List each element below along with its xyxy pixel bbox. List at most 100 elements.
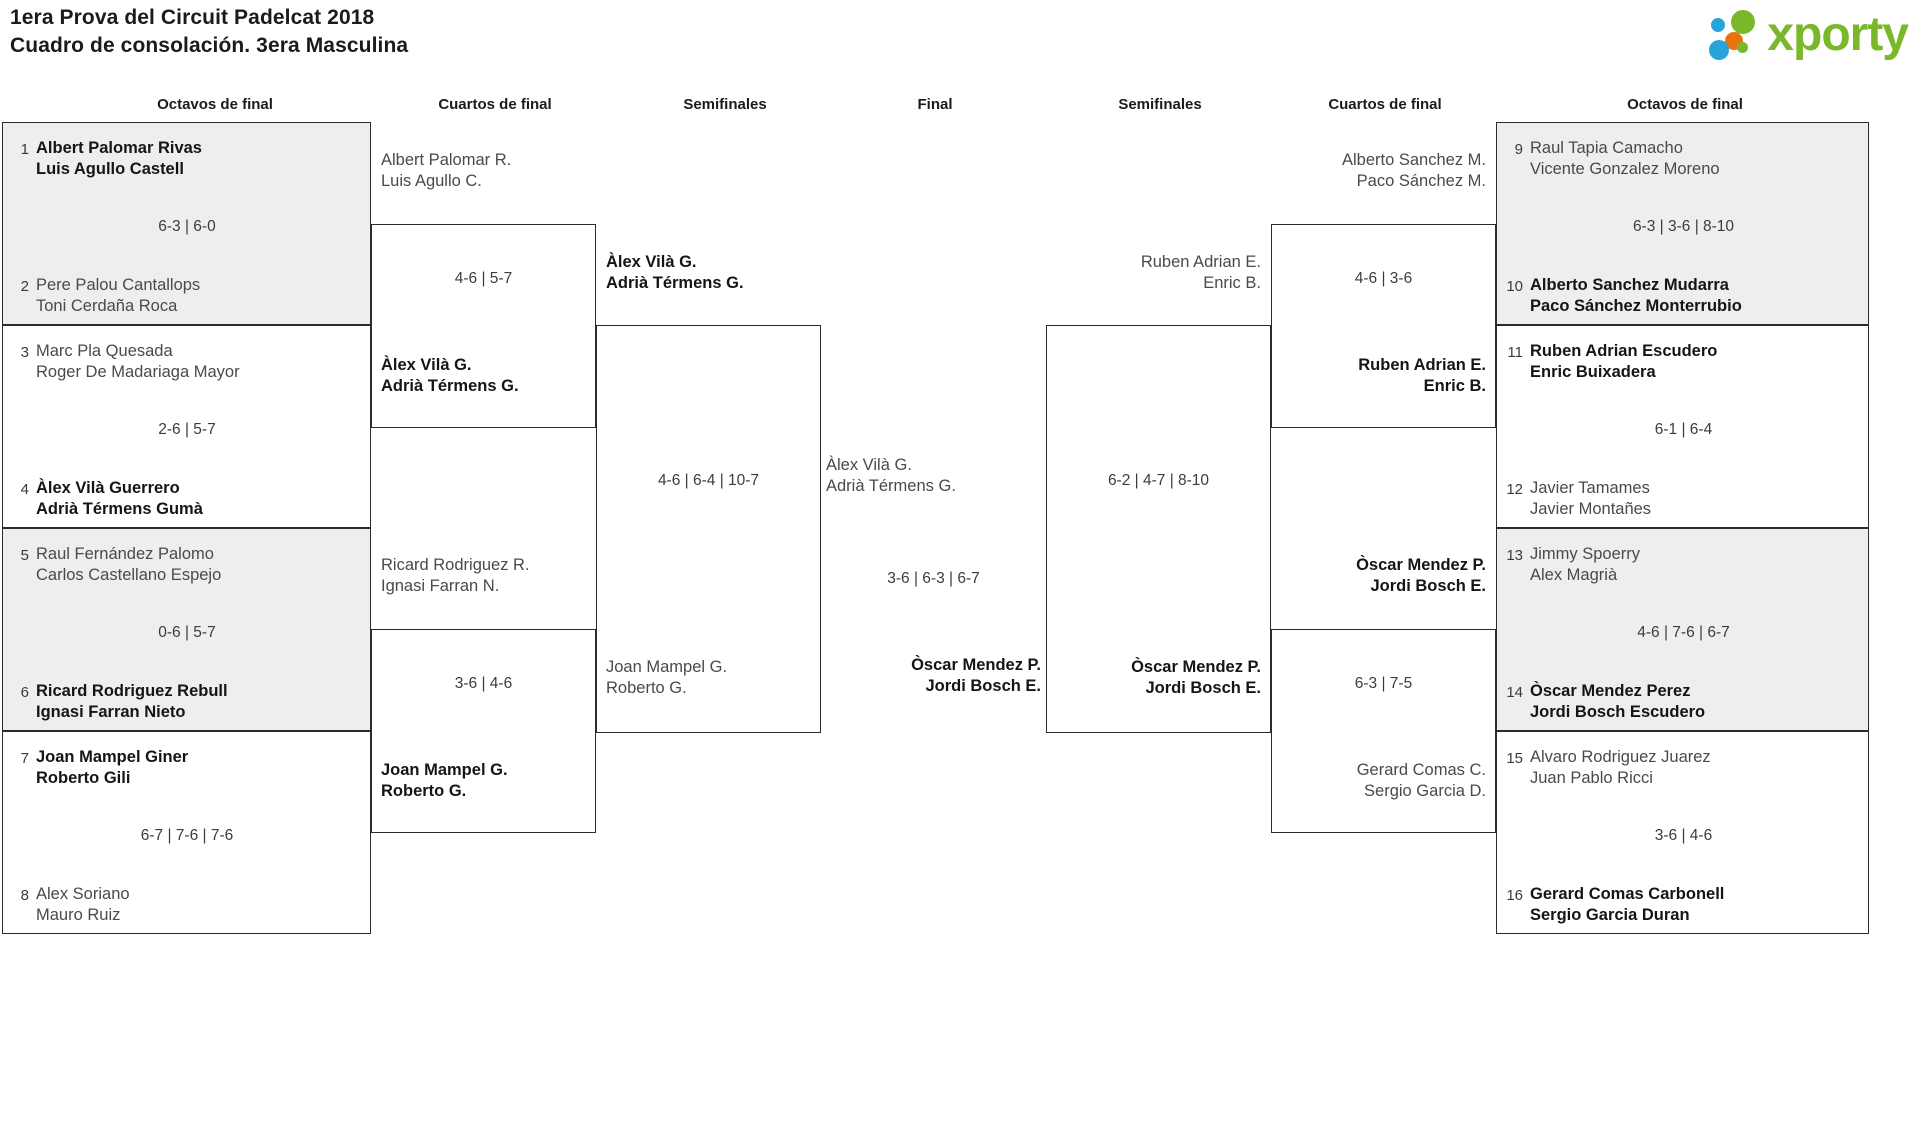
team-left-sf-bottom[interactable]: Joan Mampel G.Roberto G. bbox=[606, 657, 821, 699]
seed-number: 5 bbox=[20, 547, 29, 564]
team-names: Albert Palomar R.Luis Agullo C. bbox=[381, 151, 512, 191]
match-box-right-qf-2[interactable] bbox=[1271, 629, 1496, 833]
team-names: Ruben Adrian E.Enric B. bbox=[1140, 253, 1261, 293]
match-box-left-sf-1[interactable] bbox=[596, 325, 821, 733]
team-right-qf-1-bottom[interactable]: Ruben Adrian E.Enric B. bbox=[1271, 355, 1486, 397]
score-left-r16-4: 6-7 | 7-6 | 7-6 bbox=[140, 827, 234, 844]
seed-number: 3 bbox=[20, 344, 29, 361]
brand-name: xporty bbox=[1767, 8, 1909, 61]
seed-number: 7 bbox=[20, 750, 29, 767]
match-box-right-r16-1[interactable] bbox=[1496, 122, 1869, 325]
seed-number: 4 bbox=[20, 481, 29, 498]
team-right-qf-1-top[interactable]: Alberto Sanchez M.Paco Sánchez M. bbox=[1271, 150, 1486, 192]
team-left-qf-2-top[interactable]: Ricard Rodriguez R.Ignasi Farran N. bbox=[381, 555, 596, 597]
score-right-r16-2: 6-1 | 6-4 bbox=[1654, 421, 1713, 438]
team-left-qf-2-bottom[interactable]: Joan Mampel G.Roberto G. bbox=[381, 760, 596, 802]
round-title-final: Final bbox=[917, 96, 953, 113]
team-final-top[interactable]: Àlex Vilà G.Adrià Térmens G. bbox=[826, 455, 1041, 497]
match-box-right-qf-1[interactable] bbox=[1271, 224, 1496, 428]
seed-number: 10 bbox=[1506, 278, 1523, 295]
match-box-right-sf-1[interactable] bbox=[1046, 325, 1271, 733]
score-right-r16-1: 6-3 | 3-6 | 8-10 bbox=[1632, 218, 1735, 235]
team-left-sf-top[interactable]: Àlex Vilà G.Adrià Térmens G. bbox=[606, 252, 821, 294]
team-names: Òscar Mendez P.Jordi Bosch E. bbox=[911, 656, 1041, 696]
round-title-left-sf: Semifinales bbox=[683, 96, 767, 113]
team-names: Àlex Vilà G.Adrià Térmens G. bbox=[381, 356, 519, 396]
xporty-logo: xporty bbox=[1709, 6, 1909, 64]
logo-dots-icon bbox=[1709, 10, 1761, 60]
match-box-left-r16-1[interactable] bbox=[2, 122, 371, 325]
team-names: Àlex Vilà G.Adrià Térmens G. bbox=[826, 456, 956, 496]
page-title: 1era Prova del Circuit Padelcat 2018 Cua… bbox=[10, 4, 408, 61]
match-box-left-qf-2[interactable] bbox=[371, 629, 596, 833]
seed-number: 14 bbox=[1506, 684, 1523, 701]
round-title-left-qf: Cuartos de final bbox=[438, 96, 552, 113]
team-names: Ruben Adrian E.Enric B. bbox=[1358, 356, 1486, 396]
score-left-r16-3: 0-6 | 5-7 bbox=[158, 624, 216, 641]
team-names: Ricard Rodriguez R.Ignasi Farran N. bbox=[381, 556, 530, 596]
seed-number: 13 bbox=[1506, 547, 1523, 564]
team-final-bottom[interactable]: Òscar Mendez P.Jordi Bosch E. bbox=[826, 655, 1041, 697]
team-right-qf-2-bottom[interactable]: Gerard Comas C.Sergio Garcia D. bbox=[1271, 760, 1486, 802]
score-right-r16-4: 3-6 | 4-6 bbox=[1654, 827, 1713, 844]
match-box-right-r16-4[interactable] bbox=[1496, 731, 1869, 934]
match-box-left-qf-1[interactable] bbox=[371, 224, 596, 428]
score-right-sf: 6-2 | 4-7 | 8-10 bbox=[1107, 472, 1210, 489]
team-left-qf-1-bottom[interactable]: Àlex Vilà G.Adrià Térmens G. bbox=[381, 355, 596, 397]
match-box-left-r16-4[interactable] bbox=[2, 731, 371, 934]
score-left-qf-2: 3-6 | 4-6 bbox=[454, 675, 513, 692]
team-names: Joan Mampel G.Roberto G. bbox=[606, 658, 728, 698]
team-names: Joan Mampel G.Roberto G. bbox=[381, 761, 508, 801]
team-names: Gerard Comas C.Sergio Garcia D. bbox=[1356, 761, 1486, 801]
match-box-left-r16-3[interactable] bbox=[2, 528, 371, 731]
match-box-right-r16-3[interactable] bbox=[1496, 528, 1869, 731]
team-names: Òscar Mendez P.Jordi Bosch E. bbox=[1131, 658, 1261, 698]
seed-number: 9 bbox=[1514, 141, 1523, 158]
seed-number: 15 bbox=[1506, 750, 1523, 767]
match-box-right-r16-2[interactable] bbox=[1496, 325, 1869, 528]
seed-number: 12 bbox=[1506, 481, 1523, 498]
round-title-right-qf: Cuartos de final bbox=[1328, 96, 1442, 113]
seed-number: 11 bbox=[1507, 344, 1523, 361]
team-names: Àlex Vilà G.Adrià Térmens G. bbox=[606, 253, 744, 293]
score-left-sf: 4-6 | 6-4 | 10-7 bbox=[657, 472, 760, 489]
round-title-right-r16: Octavos de final bbox=[1627, 96, 1743, 113]
match-box-left-r16-2[interactable] bbox=[2, 325, 371, 528]
team-right-sf-top[interactable]: Ruben Adrian E.Enric B. bbox=[1046, 252, 1261, 294]
seed-number: 16 bbox=[1506, 887, 1523, 904]
team-right-qf-2-top[interactable]: Òscar Mendez P.Jordi Bosch E. bbox=[1271, 555, 1486, 597]
team-left-qf-1-top[interactable]: Albert Palomar R.Luis Agullo C. bbox=[381, 150, 596, 192]
score-left-r16-2: 2-6 | 5-7 bbox=[158, 421, 216, 438]
team-right-sf-bottom[interactable]: Òscar Mendez P.Jordi Bosch E. bbox=[1046, 657, 1261, 699]
seed-number: 6 bbox=[20, 684, 29, 701]
title-line-2: Cuadro de consolación. 3era Masculina bbox=[10, 34, 409, 58]
round-title-right-sf: Semifinales bbox=[1118, 96, 1202, 113]
seed-number: 8 bbox=[20, 887, 29, 904]
